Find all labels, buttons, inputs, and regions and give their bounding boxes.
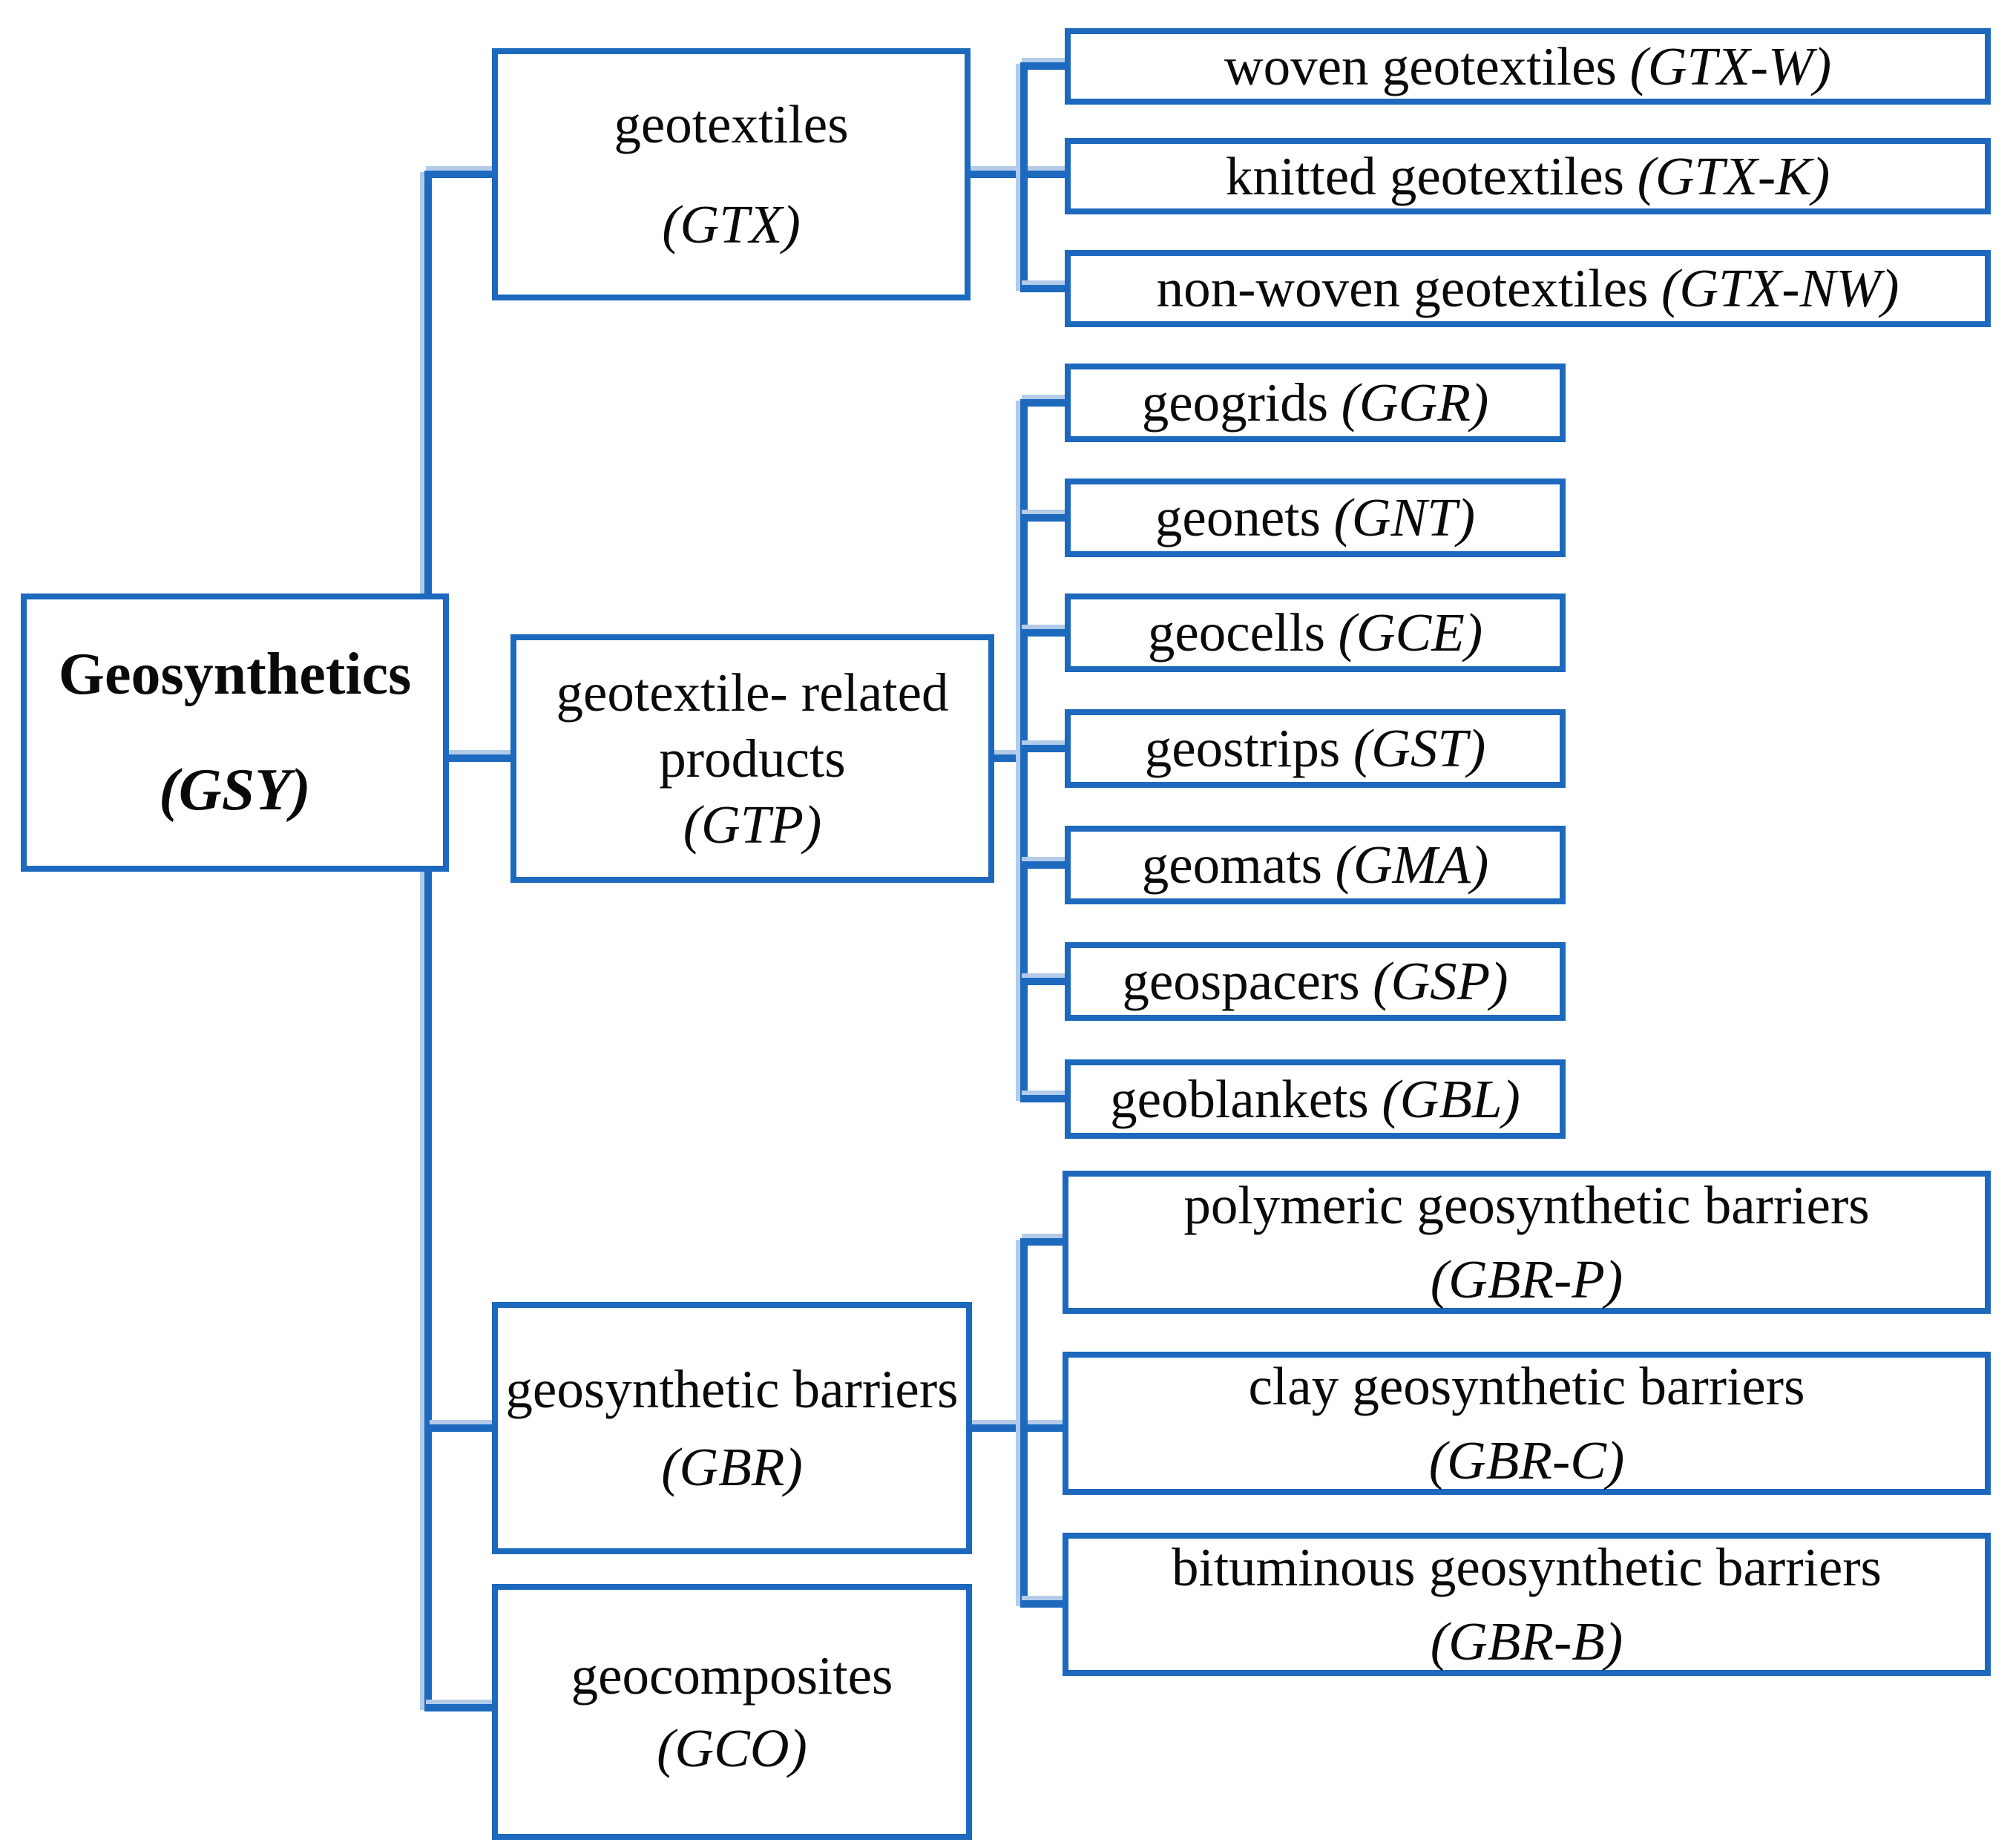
connector-gtp-to-geospacers <box>1020 978 1068 985</box>
node-polymeric-barriers: polymeric geosynthetic barriers (GBR-P) <box>1063 1171 1991 1314</box>
node-woven-label: woven geotextiles <box>1224 36 1617 96</box>
node-geogrids: geogrids(GGR) <box>1065 364 1566 442</box>
node-geoblankets-code: (GBL) <box>1382 1068 1520 1129</box>
connector-gtp-to-geocells <box>1020 629 1068 637</box>
node-geotextiles: geotextiles (GTX) <box>492 48 971 300</box>
node-geomats-code: (GMA) <box>1335 835 1489 895</box>
node-geospacers: geospacers(GSP) <box>1065 942 1566 1021</box>
node-gbr-code: (GBR) <box>661 1437 803 1497</box>
node-geostrips-label: geostrips <box>1144 718 1341 779</box>
connector-root-to-gbr <box>428 1424 496 1432</box>
node-knitted-label: knitted geotextiles <box>1225 145 1625 206</box>
node-geospacers-code: (GSP) <box>1373 951 1508 1012</box>
connector-gtp-to-subtrunk <box>988 754 1028 762</box>
node-clay-barriers: clay geosynthetic barriers (GBR-C) <box>1063 1352 1991 1495</box>
connector-gtp-to-geoblankets <box>1020 1095 1068 1102</box>
node-bituminous-label: bituminous geosynthetic barriers <box>1172 1537 1882 1598</box>
node-geocells-label: geocells <box>1147 602 1326 663</box>
node-geostrips: geostrips(GST) <box>1065 709 1566 788</box>
node-geomats-label: geomats <box>1141 835 1322 895</box>
node-gtp-label-line2: products <box>659 728 846 789</box>
node-polymeric-label: polymeric geosynthetic barriers <box>1183 1175 1870 1236</box>
node-geotextiles-label: geotextiles <box>614 93 849 154</box>
node-geogrids-label: geogrids <box>1141 372 1329 433</box>
connector-gtp-to-geogrids <box>1020 399 1068 407</box>
node-geocells-code: (GCE) <box>1338 602 1483 663</box>
node-geocomposites: geocomposites (GCO) <box>492 1584 972 1840</box>
node-geoblankets: geoblankets(GBL) <box>1065 1059 1566 1139</box>
node-geosynthetic-barriers: geosynthetic barriers (GBR) <box>492 1302 972 1554</box>
connector-gtp-to-geomats <box>1020 861 1068 869</box>
connector-root-to-gtp <box>445 754 514 762</box>
node-geosynthetics-code: (GSY) <box>159 757 311 823</box>
node-geonets-label: geonets <box>1155 487 1321 548</box>
node-geocells: geocells(GCE) <box>1065 593 1566 672</box>
node-gtp-code: (GTP) <box>683 795 822 855</box>
connector-root-to-gtx <box>424 171 496 178</box>
connector-trunk-lower <box>424 868 432 1711</box>
node-clay-code: (GBR-C) <box>1428 1430 1625 1490</box>
node-knitted-code: (GTX-K) <box>1637 145 1830 206</box>
node-knitted-geotextiles: knitted geotextiles(GTX-K) <box>1065 138 1991 214</box>
connector-gtx-to-knitted <box>965 171 1068 178</box>
node-gco-label: geocomposites <box>571 1645 893 1706</box>
node-geosynthetics: Geosynthetics (GSY) <box>21 593 449 872</box>
node-nonwoven-code: (GTX-NW) <box>1661 258 1899 319</box>
node-gtp-label-line1: geotextile- related <box>556 662 949 723</box>
node-polymeric-code: (GBR-P) <box>1430 1249 1623 1309</box>
connector-root-to-gco <box>424 1704 496 1711</box>
connector-gbr-to-polymeric <box>1020 1238 1065 1246</box>
node-bituminous-code: (GBR-B) <box>1430 1611 1623 1671</box>
node-gbr-label: geosynthetic barriers <box>505 1358 959 1419</box>
connector-gbr-to-bituminous <box>1020 1600 1065 1608</box>
connector-gtx-subtrunk <box>1020 62 1028 292</box>
connector-trunk-upper <box>424 171 432 599</box>
node-woven-geotextiles: woven geotextiles(GTX-W) <box>1065 28 1991 105</box>
node-gco-code: (GCO) <box>657 1717 807 1778</box>
node-geospacers-label: geospacers <box>1122 951 1360 1012</box>
connector-gtx-to-nonwoven <box>1020 285 1068 292</box>
connector-gtp-to-geostrips <box>1020 745 1068 752</box>
node-woven-code: (GTX-W) <box>1629 36 1832 96</box>
node-geosynthetics-label: Geosynthetics <box>58 641 412 707</box>
node-geogrids-code: (GGR) <box>1341 372 1489 433</box>
node-nonwoven-geotextiles: non-woven geotextiles(GTX-NW) <box>1065 250 1991 327</box>
node-geoblankets-label: geoblankets <box>1110 1068 1369 1129</box>
node-geonets: geonets(GNT) <box>1065 479 1566 557</box>
node-clay-label: clay geosynthetic barriers <box>1248 1356 1805 1417</box>
connector-gbr-subtrunk <box>1020 1238 1028 1608</box>
connector-gtx-to-woven <box>1020 62 1068 70</box>
connector-gtp-to-geonets <box>1020 514 1068 522</box>
node-geonets-code: (GNT) <box>1333 487 1476 548</box>
node-geotextiles-code: (GTX) <box>662 194 801 254</box>
node-geostrips-code: (GST) <box>1353 718 1486 779</box>
node-geomats: geomats(GMA) <box>1065 826 1566 904</box>
node-bituminous-barriers: bituminous geosynthetic barriers (GBR-B) <box>1063 1533 1991 1676</box>
node-nonwoven-label: non-woven geotextiles <box>1156 258 1649 319</box>
node-geotextile-related-products: geotextile- related products (GTP) <box>510 634 994 883</box>
connector-gbr-to-clay <box>966 1424 1065 1432</box>
